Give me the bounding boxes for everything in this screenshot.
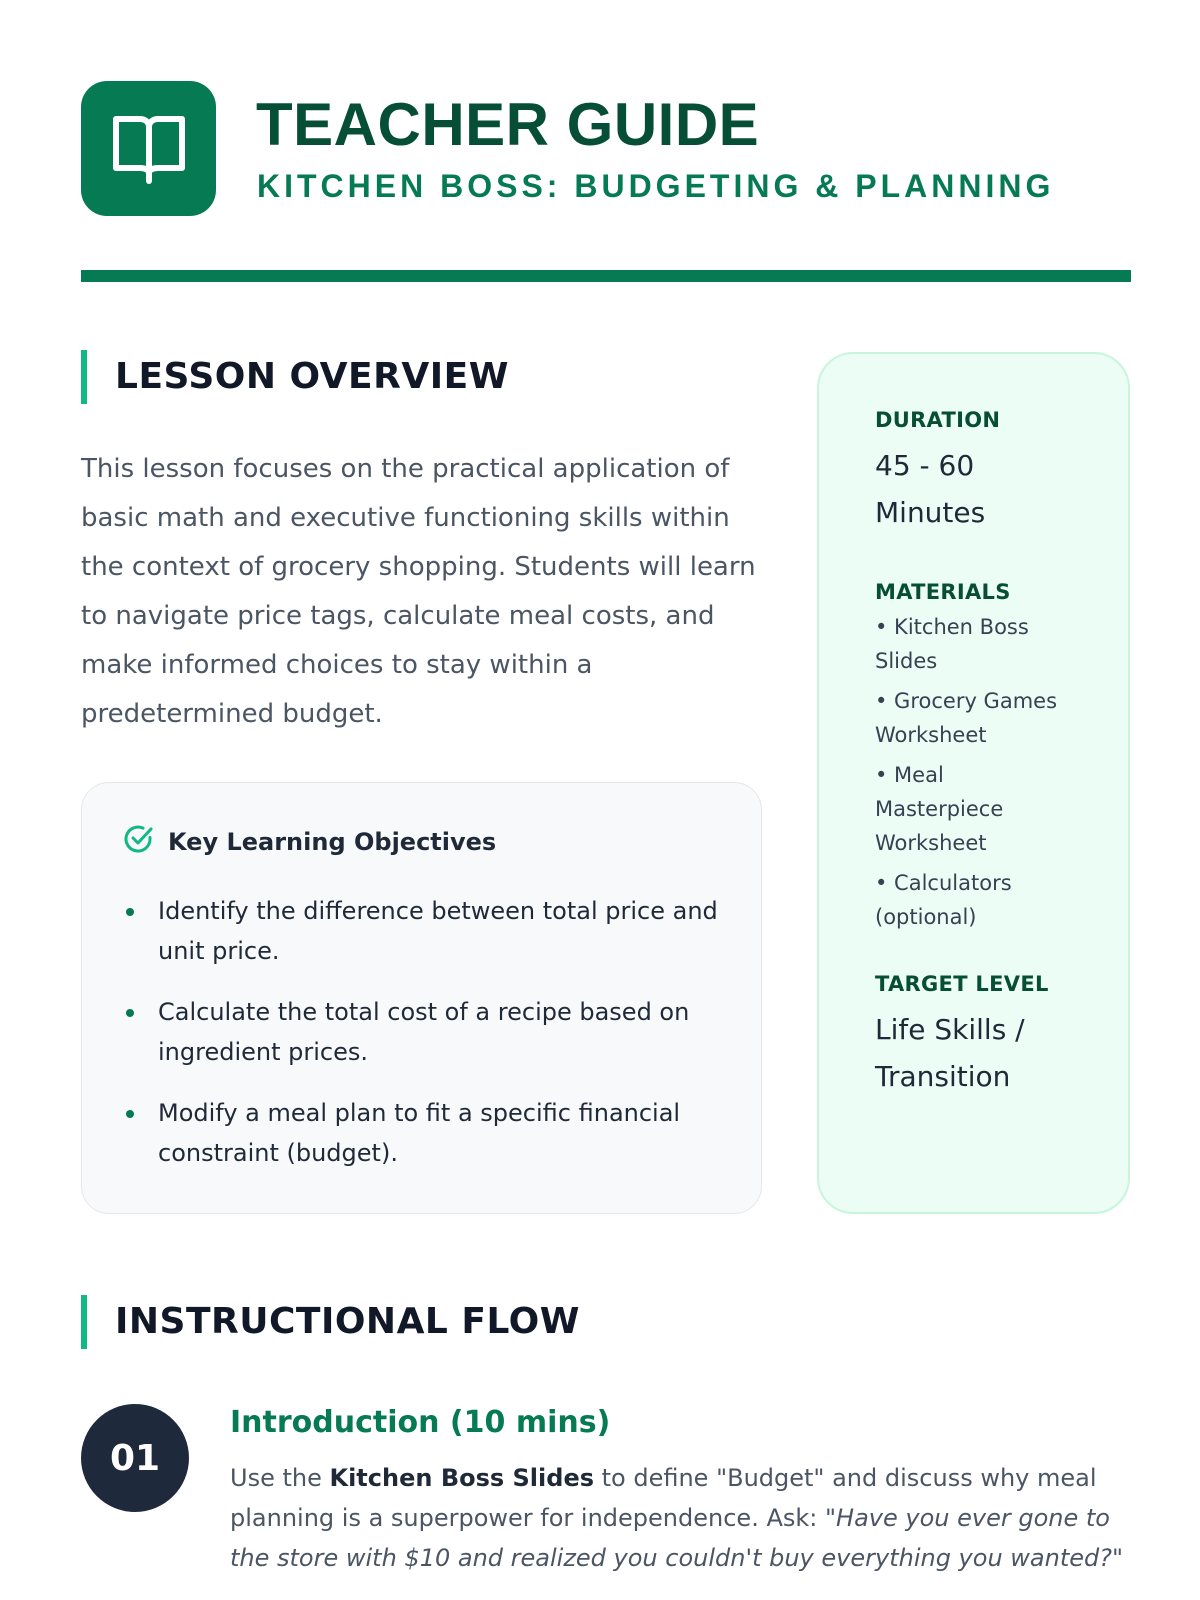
material-item: • Grocery Games Worksheet bbox=[875, 689, 1058, 747]
step-quote: "Have you ever gone to the store with $1… bbox=[230, 1504, 1124, 1572]
material-item: • Meal Masterpiece Worksheet bbox=[875, 763, 1004, 855]
header-divider bbox=[81, 270, 1131, 282]
objectives-card: Key Learning Objectives Identify the dif… bbox=[81, 782, 762, 1214]
step-text-part: Use the bbox=[230, 1464, 330, 1492]
target-level-label: TARGET LEVEL bbox=[875, 972, 1049, 996]
materials-list: • Kitchen Boss Slides • Grocery Games Wo… bbox=[875, 610, 1098, 934]
objective-item: Modify a meal plan to fit a specific fin… bbox=[122, 1093, 721, 1173]
instructional-flow-heading: INSTRUCTIONAL FLOW bbox=[81, 1295, 580, 1349]
step-description: Use the Kitchen Boss Slides to define "B… bbox=[230, 1458, 1130, 1578]
objectives-header: Key Learning Objectives bbox=[122, 823, 721, 861]
objective-text: Modify a meal plan to fit a specific fin… bbox=[158, 1099, 681, 1167]
page-subtitle: KITCHEN BOSS: BUDGETING & PLANNING bbox=[257, 168, 1055, 204]
material-item: • Kitchen Boss Slides bbox=[875, 615, 1029, 673]
materials-label: MATERIALS bbox=[875, 580, 1011, 604]
step-title: Introduction (10 mins) bbox=[230, 1405, 611, 1440]
logo-book-icon bbox=[81, 81, 216, 216]
check-circle-icon bbox=[122, 823, 154, 861]
lesson-overview-text: This lesson focuses on the practical app… bbox=[81, 454, 756, 729]
step-number: 01 bbox=[81, 1404, 189, 1512]
duration-value: 45 - 60 Minutes bbox=[875, 449, 986, 529]
lesson-info-sidebar: DURATION 45 - 60 Minutes MATERIALS • Kit… bbox=[817, 352, 1130, 1214]
objective-text: Calculate the total cost of a recipe bas… bbox=[158, 998, 690, 1066]
step-text-bold: Kitchen Boss Slides bbox=[329, 1464, 594, 1492]
page-title: TEACHER GUIDE bbox=[256, 91, 760, 158]
objective-item: Identify the difference between total pr… bbox=[122, 891, 721, 971]
target-level-value: Life Skills / Transition bbox=[875, 1013, 1025, 1093]
material-item: • Calculators (optional) bbox=[875, 871, 1012, 929]
duration-label: DURATION bbox=[875, 408, 1001, 432]
step-text-part: to define "Budget" and discuss why meal … bbox=[230, 1464, 1097, 1532]
lesson-overview-heading: LESSON OVERVIEW bbox=[81, 350, 509, 404]
objectives-heading: Key Learning Objectives bbox=[168, 828, 497, 856]
objective-item: Calculate the total cost of a recipe bas… bbox=[122, 992, 721, 1072]
objective-text: Identify the difference between total pr… bbox=[158, 897, 718, 965]
